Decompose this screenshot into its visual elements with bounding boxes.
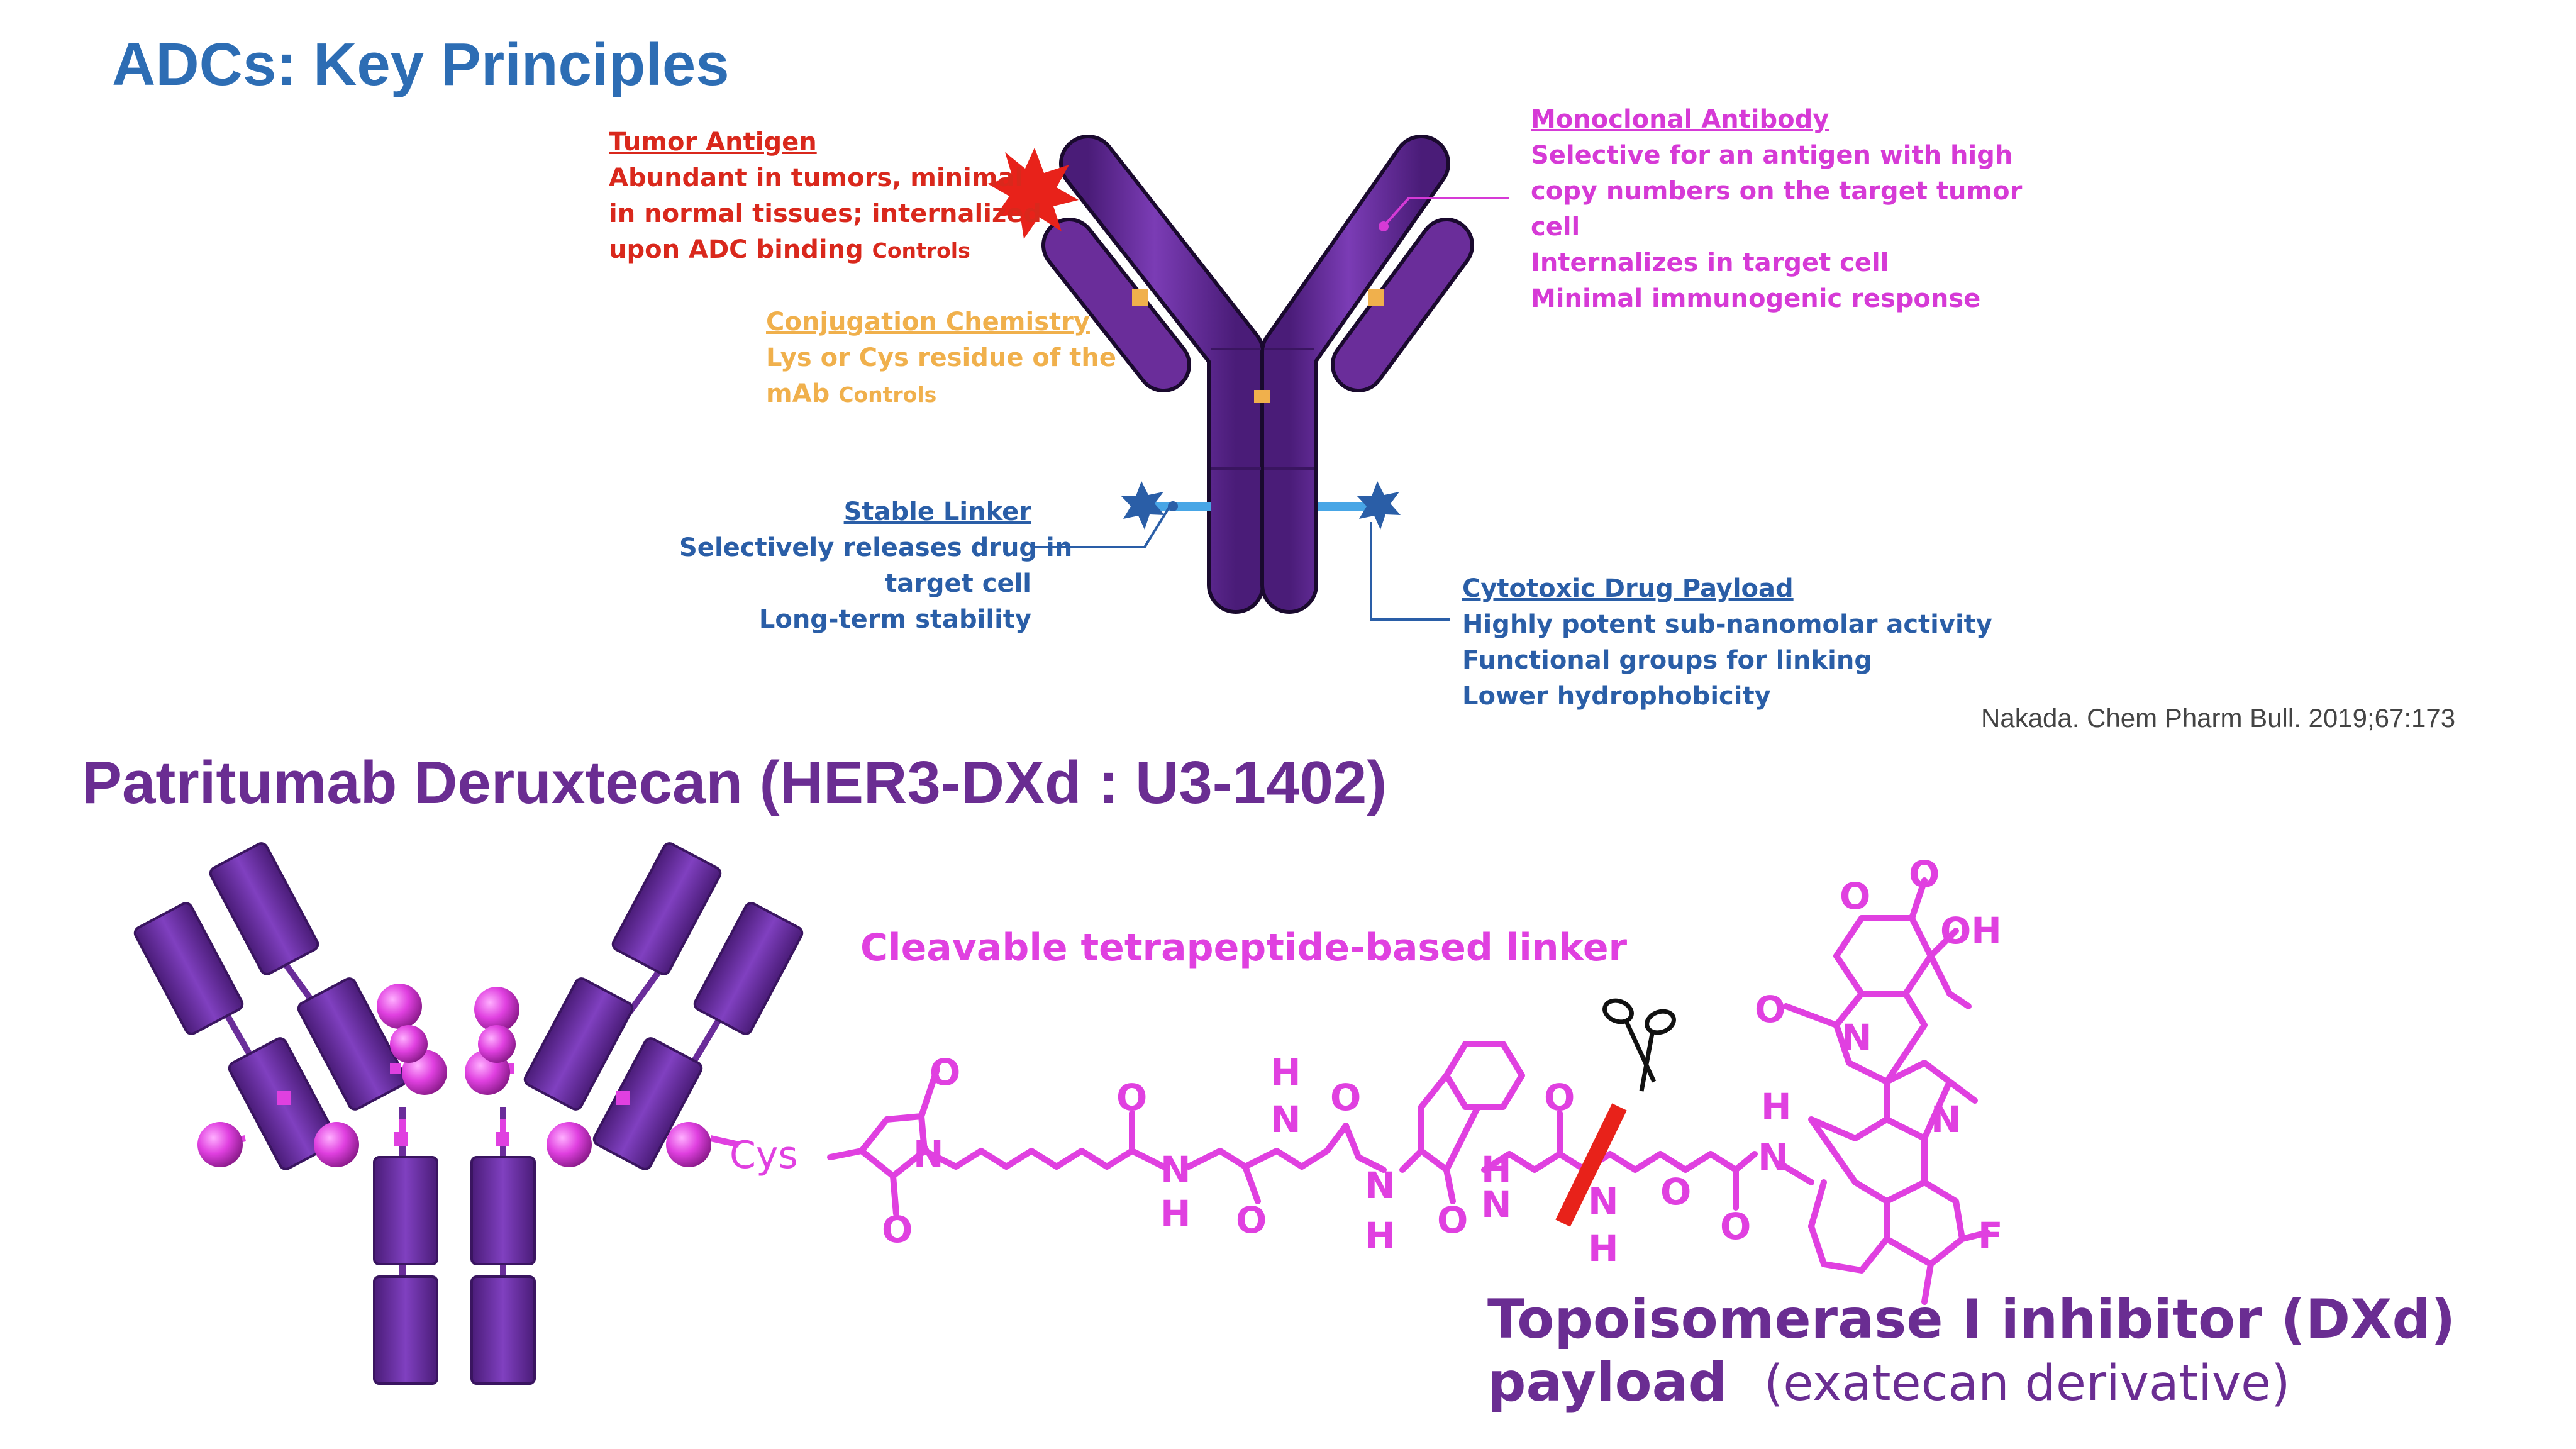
stable-linker-heading: Stable Linker <box>843 497 1031 526</box>
scissors-icon <box>1602 998 1676 1092</box>
stable-linker-label: Stable Linker Selectively releases drug … <box>679 494 1073 638</box>
atom-n-2: N <box>1160 1148 1191 1191</box>
antibody-line2: copy numbers on the target tumor <box>1531 177 2023 206</box>
atom-o-6: O <box>1437 1199 1468 1241</box>
antibody-3d-model <box>133 842 804 1385</box>
bottom-title: Patritumab Deruxtecan (HER3-DXd : U3-140… <box>82 749 1387 816</box>
cleavage-site <box>1555 1103 1627 1227</box>
atom-n-6: N <box>1588 1180 1619 1223</box>
tumor-antigen-line2: in normal tissues; internalized <box>609 199 1041 228</box>
conjugation-heading: Conjugation Chemistry <box>766 308 1090 336</box>
tumor-antigen-heading: Tumor Antigen <box>609 128 817 157</box>
star-icon <box>1121 481 1165 530</box>
starburst-icon <box>987 148 1079 239</box>
tumor-antigen-tag: Controls <box>872 238 970 263</box>
atom-n-4: N <box>1365 1164 1396 1207</box>
antibody-line4: Internalizes in target cell <box>1531 248 1889 277</box>
tumor-antigen-label: Tumor Antigen Abundant in tumors, minima… <box>609 125 1041 269</box>
tumor-antigen-line3: upon ADC binding <box>609 235 863 264</box>
atom-o-4: O <box>1236 1199 1267 1241</box>
atom-n-5: N <box>1481 1183 1512 1226</box>
atom-o-8: O <box>1660 1170 1691 1213</box>
atom-o-2: O <box>882 1208 913 1251</box>
payload-subtitle: (exatecan derivative) <box>1764 1355 2290 1412</box>
atom-o-12: O <box>1909 853 1940 896</box>
payload-line2: Functional groups for linking <box>1462 646 1872 675</box>
conjugation-line2: mAb <box>766 379 830 408</box>
atom-oh: OH <box>1940 909 2002 952</box>
linker-caption: Cleavable tetrapeptide-based linker <box>860 926 1628 970</box>
monoclonal-antibody-label: Monoclonal Antibody Selective for an ant… <box>1531 102 2022 317</box>
atom-h-5: H <box>1481 1148 1512 1191</box>
atom-o-9: O <box>1720 1205 1751 1248</box>
antibody-line1: Selective for an antigen with high <box>1531 141 2013 170</box>
stable-linker-line2: target cell <box>885 569 1031 598</box>
atom-o-1: O <box>930 1051 960 1094</box>
top-title: ADCs: Key Principles <box>112 31 730 98</box>
atom-o-3: O <box>1116 1076 1147 1119</box>
atom-o-10: O <box>1755 988 1785 1031</box>
payload-label: Cytotoxic Drug Payload Highly potent sub… <box>1462 571 1992 714</box>
atom-n-9: N <box>1931 1098 1962 1141</box>
tumor-antigen-line1: Abundant in tumors, minimal <box>609 164 1024 192</box>
atom-o-7: O <box>1544 1076 1575 1119</box>
atom-n-8: N <box>1841 1016 1872 1059</box>
conjugation-tag: Controls <box>838 382 937 407</box>
atom-n-1: N <box>913 1133 944 1175</box>
atom-o-5: O <box>1330 1076 1361 1119</box>
citation: Nakada. Chem Pharm Bull. 2019;67:173 <box>1981 703 2456 733</box>
payload-line3: Lower hydrophobicity <box>1462 682 1771 711</box>
atom-h-6: H <box>1588 1227 1619 1270</box>
stable-linker-line3: Long-term stability <box>758 605 1031 634</box>
payload-title: Topoisomerase I inhibitor (DXd) payload <box>1487 1288 2456 1414</box>
atom-n-7: N <box>1758 1136 1789 1179</box>
conjugation-label: Conjugation Chemistry Lys or Cys residue… <box>766 304 1116 413</box>
antibody-line5: Minimal immunogenic response <box>1531 284 1981 313</box>
antibody-heading: Monoclonal Antibody <box>1531 105 1829 134</box>
payload-heading: Cytotoxic Drug Payload <box>1462 574 1794 603</box>
chemical-structure <box>827 877 1990 1305</box>
conjugation-line1: Lys or Cys residue of the <box>766 343 1116 372</box>
antibody-y-shape <box>1041 135 1474 614</box>
atom-n-3: N <box>1270 1098 1301 1141</box>
atom-h-4: H <box>1365 1214 1396 1257</box>
stable-linker-line1: Selectively releases drug in <box>679 533 1073 562</box>
antibody-line3: cell <box>1531 213 1580 242</box>
atom-h-3: H <box>1270 1051 1301 1094</box>
atom-h-7: H <box>1761 1085 1792 1128</box>
atom-f: F <box>1978 1214 2003 1257</box>
atom-o-11: O <box>1840 875 1870 918</box>
atom-h-2: H <box>1160 1192 1191 1235</box>
cys-label: Cys <box>730 1133 798 1177</box>
payload-line1: Highly potent sub-nanomolar activity <box>1462 610 1992 639</box>
star-icon <box>1357 481 1401 530</box>
